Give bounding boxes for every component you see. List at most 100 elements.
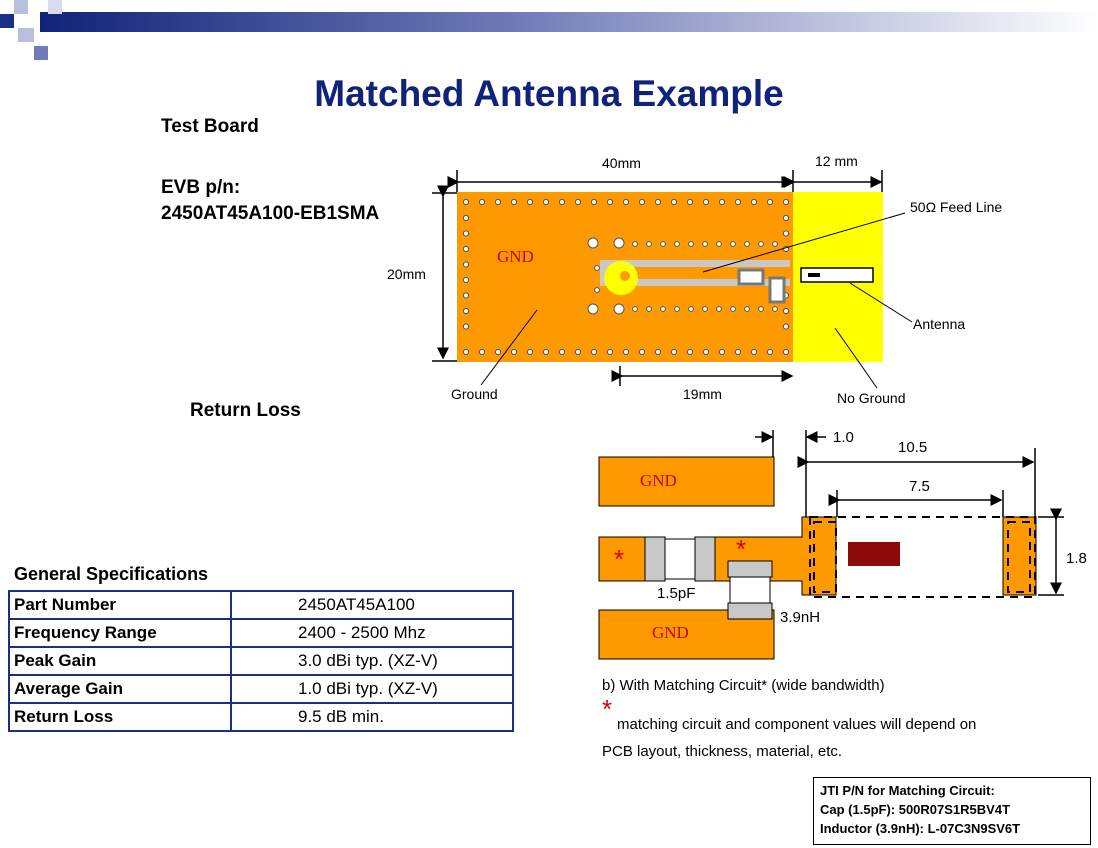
return-loss-heading: Return Loss [190,400,301,421]
inductor-top-cap [727,560,773,578]
via-hole [674,241,680,247]
antenna-chip-pad [808,273,820,277]
antenna-chip [800,267,874,283]
via-hole [782,198,790,206]
via-hole [462,276,470,284]
via-hole [587,303,599,315]
spec-key: Average Gain [8,674,232,704]
banner-square [18,28,34,42]
dim-1-text: 1.0 [833,429,854,446]
capacitor-left-cap [644,536,666,582]
via-hole [558,198,566,206]
via-hole [462,307,470,315]
via-hole [734,198,742,206]
via-hole [688,306,694,312]
matching-circuit-diagram: GND GND * * 1.5pF 3.9nH 1.0 10.5 7.5 1.8 [598,429,1087,660]
evb-label: EVB p/n: [161,177,241,198]
via-hole [730,306,736,312]
spec-value: 2450AT45A100 [230,590,514,620]
via-hole [654,348,662,356]
via-hole [594,287,600,293]
via-hole [622,198,630,206]
via-hole [462,214,470,222]
via-hole [674,306,680,312]
gnd-top-text: GND [640,471,677,490]
jti-line-3: Inductor (3.9nH): L-07C3N9SV6T [820,821,1021,836]
capacitor-body [664,538,696,580]
via-hole [606,198,614,206]
caption-b: b) With Matching Circuit* (wide bandwidt… [602,677,885,694]
via-hole [462,198,470,206]
antenna-end-pad [1002,516,1037,596]
via-hole [542,348,550,356]
via-hole [744,241,750,247]
via-hole [670,348,678,356]
spec-key: Frequency Range [8,618,232,648]
inductor-body [729,576,771,604]
via-hole [670,198,678,206]
jti-part-numbers-box: JTI P/N for Matching Circuit: Cap (1.5pF… [813,777,1091,845]
via-holes [462,198,790,356]
component-inductor [768,276,786,304]
via-hole [766,348,774,356]
dim-12-text: 12 mm [815,153,858,169]
via-hole [646,306,652,312]
via-hole [632,241,638,247]
star-left: * [614,544,624,574]
via-hole [782,214,790,222]
jti-line-1: JTI P/N for Matching Circuit: [820,783,995,798]
evb-part-number: 2450AT45A100-EB1SMA [161,203,380,224]
via-hole [772,241,778,247]
note-line-1: matching circuit and component values wi… [617,716,977,733]
gnd-bottom-text: GND [652,623,689,642]
via-hole [587,237,599,249]
dim-75-text: 7.5 [909,478,930,495]
via-hole [702,198,710,206]
via-hole [613,237,625,249]
banner-square [34,46,48,60]
inductor-bottom-cap [727,602,773,620]
cap-label: 1.5pF [657,585,695,602]
spec-value: 9.5 dB min. [230,702,514,732]
via-hole [702,241,708,247]
antenna-text: Antenna [913,316,965,332]
antenna-feature [848,542,900,566]
via-hole [716,306,722,312]
via-hole [730,241,736,247]
antenna-leader [849,282,913,323]
inductor-label: 3.9nH [780,609,820,626]
via-hole [758,306,764,312]
via-hole [462,261,470,268]
antenna-body [809,516,1036,598]
via-hole [594,265,600,271]
dim-18-text: 1.8 [1066,550,1087,567]
ground-leader [480,309,538,386]
via-hole [750,348,758,356]
via-hole [766,198,774,206]
via-hole [590,198,598,206]
via-hole [702,348,710,356]
test-board-diagram: GND 40mm 12 mm 20mm 19mm 50Ω Feed Line A… [387,153,1002,406]
via-hole [734,348,742,356]
via-hole [613,303,625,315]
ground-text: Ground [451,386,498,402]
test-board-label: Test Board [161,116,259,137]
feed-line-leader [702,212,906,273]
via-hole [526,198,534,206]
via-hole [718,198,726,206]
via-hole [702,306,708,312]
via-hole [686,198,694,206]
spec-key: Return Loss [8,702,232,732]
via-hole [510,348,518,356]
spec-value: 2400 - 2500 Mhz [230,618,514,648]
via-hole [782,348,790,356]
component-cap [737,268,765,286]
via-hole [526,348,534,356]
via-hole [558,348,566,356]
via-hole [716,241,722,247]
dim-40-text: 40mm [602,155,641,171]
